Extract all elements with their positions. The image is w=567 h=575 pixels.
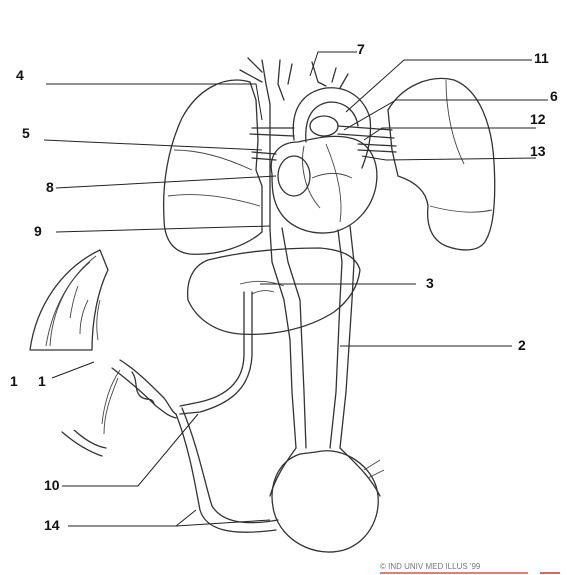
label-2: 2 — [518, 337, 526, 353]
label-1: 1 — [38, 373, 46, 389]
placenta — [30, 250, 108, 350]
label-3: 3 — [426, 275, 434, 291]
heart — [271, 136, 377, 233]
label-1-left: 1 — [10, 373, 18, 389]
label-6: 6 — [550, 88, 558, 104]
label-8: 8 — [46, 179, 54, 195]
label-7: 7 — [357, 41, 365, 57]
label-12: 12 — [530, 111, 546, 127]
liver — [188, 248, 360, 334]
bladder — [272, 451, 378, 552]
left-lung — [388, 78, 495, 249]
label-14: 14 — [44, 517, 60, 533]
credit-line: © IND UNIV MED ILLUS '99 — [380, 562, 481, 571]
label-9: 9 — [34, 223, 42, 239]
label-13: 13 — [530, 143, 546, 159]
label-4: 4 — [16, 67, 24, 83]
label-5: 5 — [22, 125, 30, 141]
label-11: 11 — [534, 50, 549, 66]
label-10: 10 — [44, 477, 60, 493]
